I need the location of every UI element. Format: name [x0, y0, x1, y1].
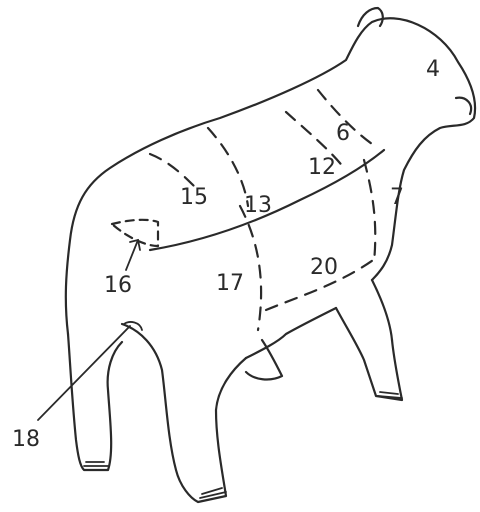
label-13: 13 — [244, 193, 272, 218]
flank-pocket — [112, 220, 158, 246]
udder — [246, 340, 282, 379]
label-7: 7 — [390, 185, 404, 210]
cut-line-front-vertical — [364, 160, 375, 262]
label-18: 18 — [12, 427, 40, 452]
label-head-mark: 4 — [426, 57, 440, 82]
label-16: 16 — [104, 273, 132, 298]
label-17: 17 — [216, 271, 244, 296]
rear-leg-left — [68, 334, 122, 470]
snout — [456, 98, 471, 114]
pointer-18 — [38, 326, 130, 420]
rear-leg-right — [122, 324, 246, 502]
cut-line-loin — [150, 154, 196, 188]
cut-line-rib — [208, 128, 248, 206]
arrow-16 — [126, 240, 138, 270]
label-20: 20 — [310, 255, 338, 280]
label-12: 12 — [308, 155, 336, 180]
hoof-rear-left — [84, 462, 108, 466]
hoof-front — [378, 392, 402, 398]
label-6: 6 — [336, 121, 350, 146]
front-leg-left — [336, 308, 402, 400]
front-leg-right — [372, 280, 392, 340]
label-15: 15 — [180, 185, 208, 210]
